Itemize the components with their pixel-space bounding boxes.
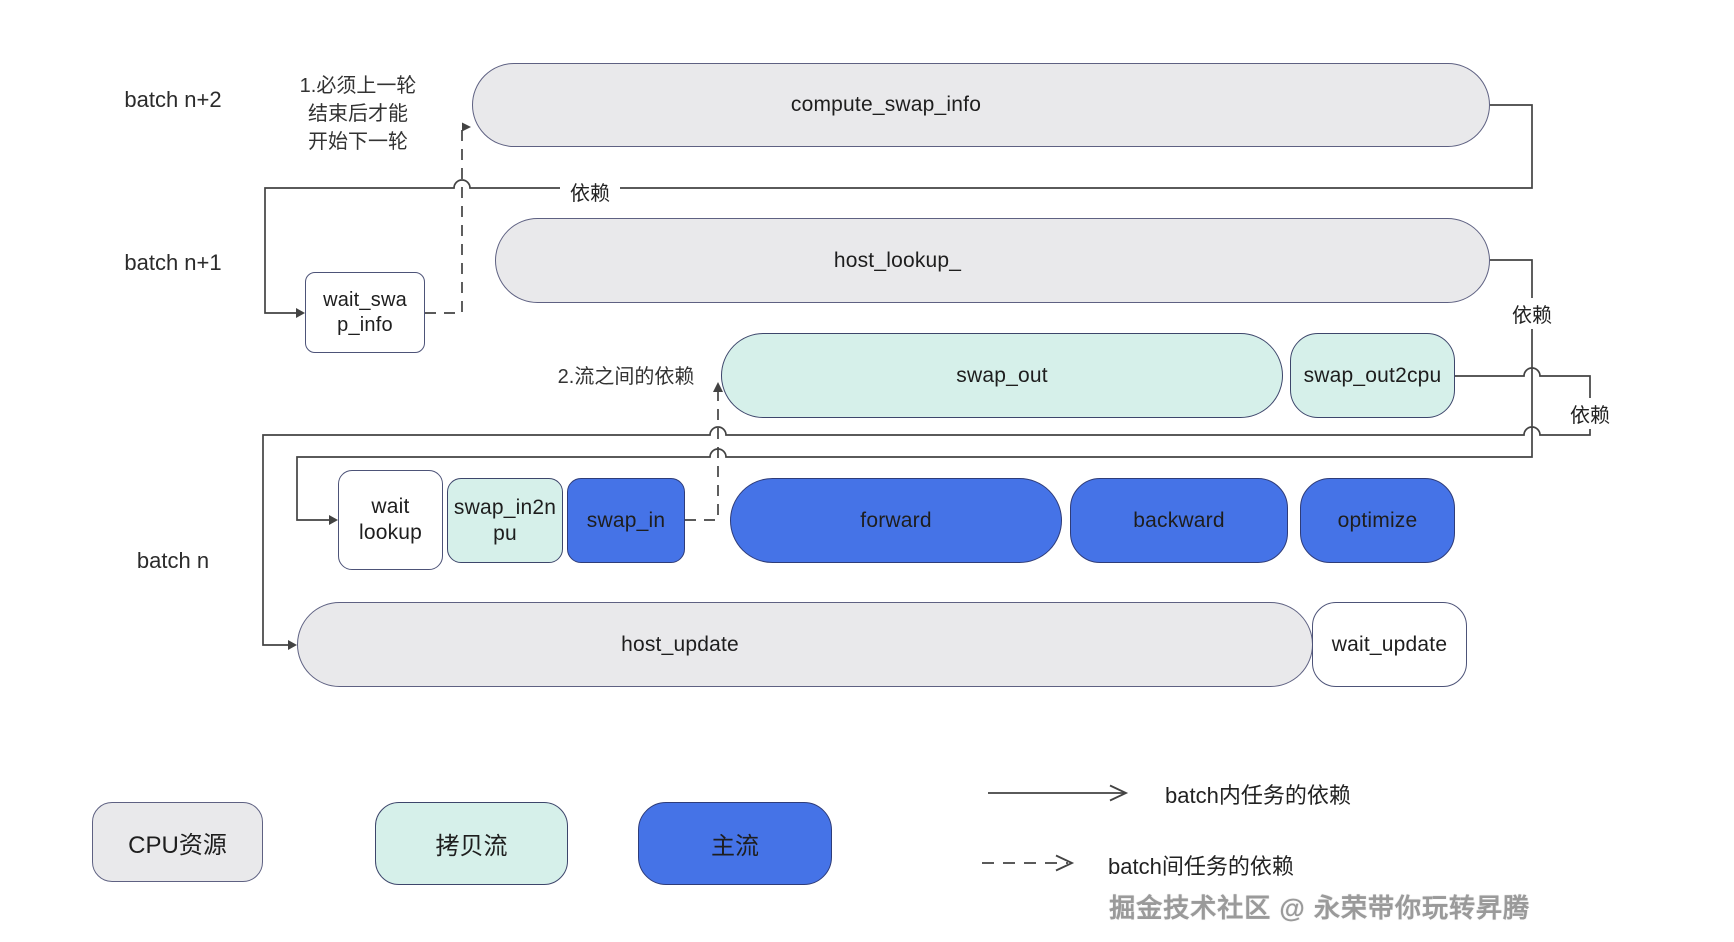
- task-host-update: host_update: [297, 602, 1313, 687]
- note-previous-round-rule: 1.必须上一轮 结束后才能 开始下一轮: [299, 75, 417, 153]
- arrowhead-into-waitlookup: [329, 515, 338, 525]
- arrowhead-into-hostupdate: [288, 640, 297, 650]
- legend-main-stream: 主流: [638, 802, 832, 885]
- edge-dashed-waitswap-to-compute: [425, 126, 463, 314]
- legend-dashed-arrowhead: [1055, 854, 1075, 872]
- dependency-label-right-2: 依赖: [1560, 398, 1620, 429]
- legend-copy-stream: 拷贝流: [375, 802, 568, 885]
- task-wait-swap-info: wait_swa p_info: [305, 272, 425, 353]
- task-host-lookup: host_lookup_: [495, 218, 1490, 303]
- arrowhead-into-compute: [462, 122, 471, 132]
- task-backward: backward: [1070, 478, 1288, 563]
- legend-intra-batch-dependency-label: batch内任务的依赖: [1165, 783, 1351, 808]
- arrowhead-into-swapout: [713, 382, 723, 392]
- edge-dashed-swapin-to-swapout: [685, 391, 719, 521]
- task-swap-in: swap_in: [567, 478, 685, 563]
- watermark-text: 掘金技术社区 @ 永荣带你玩转昇腾: [1109, 893, 1530, 923]
- edge-swapout2cpu-to-hostupdate: [262, 367, 1591, 646]
- batch-n1-label: batch n+1: [124, 250, 222, 275]
- note-stream-dependency: 2.流之间的依赖: [557, 366, 695, 388]
- task-forward: forward: [730, 478, 1062, 563]
- task-swap-out2cpu: swap_out2cpu: [1290, 333, 1455, 418]
- dependency-label-top: 依赖: [560, 176, 620, 207]
- batch-n2-label: batch n+2: [124, 87, 222, 112]
- dependency-label-right-1: 依赖: [1502, 298, 1562, 329]
- task-compute-swap-info: compute_swap_info: [472, 63, 1490, 147]
- legend-solid-arrowhead: [1109, 784, 1129, 802]
- arrowhead-into-waitswap: [296, 308, 305, 318]
- task-wait-update: wait_update: [1312, 602, 1467, 687]
- legend-cpu-resource: CPU资源: [92, 802, 263, 882]
- task-optimize: optimize: [1300, 478, 1455, 563]
- batch-n-label: batch n: [136, 548, 210, 573]
- task-wait-lookup: wait lookup: [338, 470, 443, 570]
- task-swap-in2npu: swap_in2n pu: [447, 478, 563, 563]
- edge-compute-to-waitswap: [264, 104, 1533, 314]
- legend-inter-batch-dependency-label: batch间任务的依赖: [1108, 854, 1294, 879]
- task-swap-out: swap_out: [721, 333, 1283, 418]
